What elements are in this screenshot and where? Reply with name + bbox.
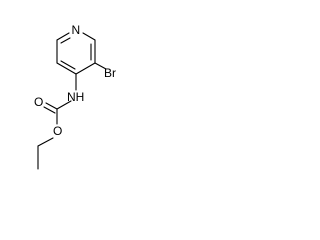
molecule-structure-canvas: N Br NH O O [34, 23, 116, 170]
bond-c3-c4 [75, 62, 96, 75]
bond-n-c2 [82, 32, 96, 41]
atom-label-bromine: Br [104, 66, 116, 80]
bond-c3-br [94, 62, 107, 70]
bond-ester-o-ch2 [37, 137, 54, 147]
bond-carbonyl-c-o-double [43, 106, 56, 114]
bond-nh-carbonyl-c [56, 100, 72, 110]
bond-c4-c5-inner [60, 60, 76, 70]
atom-label-o-ester: O [53, 124, 62, 138]
bond-c4-c5 [56, 62, 77, 75]
bond-carbonyl-c-o [45, 102, 58, 110]
bond-c6-n-inner [60, 37, 71, 44]
bond-c6-n [56, 32, 70, 41]
atom-label-o-carbonyl: O [34, 95, 43, 109]
atom-label-n-ring: N [72, 23, 81, 37]
atom-label-nh: NH [67, 90, 84, 104]
